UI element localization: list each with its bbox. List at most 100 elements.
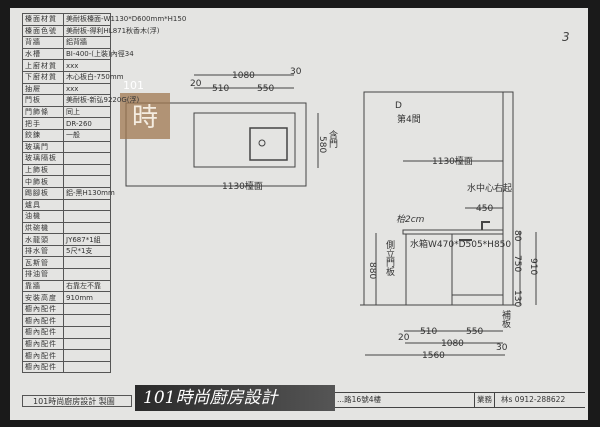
dim-1080b: 1080 [441, 339, 464, 349]
dim-1080: 1080 [232, 71, 255, 81]
dim-1560: 1560 [422, 351, 445, 361]
row-value-text: JY687*1組 [66, 235, 101, 244]
row-label: 把手 [22, 117, 64, 130]
watermark-small: 101 [123, 79, 144, 92]
table-row: 檯面色號美耐板-得利HL871秋香木(浮) [22, 24, 160, 38]
plan-view: 1080 30 20 510 550 580 含門 1130檯面 [125, 67, 338, 192]
row-value [63, 175, 111, 188]
row-value-text: 一般 [66, 131, 80, 140]
row-label: 水龍頭 [22, 233, 64, 246]
row-value: 美耐板-得利HL871秋香木(浮) [63, 24, 160, 38]
cabinet-outline [193, 112, 296, 168]
address: ...路16號4樓 [337, 395, 381, 404]
row-value-text: 鋁背牆 [66, 38, 87, 47]
table-row: 櫥內配件 [22, 360, 111, 374]
room-label: 第4間 [397, 113, 421, 125]
row-value: 一般 [63, 128, 111, 142]
dim-30: 30 [290, 67, 302, 77]
row-value-text: 美耐板-得利HL871秋香木(浮) [66, 26, 160, 35]
row-value [63, 198, 111, 212]
sales-contact: 林s 0912-288622 [501, 395, 566, 404]
faucet-icon [481, 221, 490, 230]
sales-label: 業務 [474, 393, 495, 407]
table-row: 鉸鍊一般 [22, 128, 111, 142]
dim-550b: 550 [466, 327, 483, 337]
row-value: JY687*1組 [63, 233, 111, 246]
counter-label: 1130檯面 [222, 180, 263, 192]
side-panel-label: 側立門板 [384, 239, 395, 277]
row-value-text: 同上 [66, 108, 80, 117]
dim-880: 880 [367, 262, 377, 279]
table-row: 上飾板 [22, 163, 111, 177]
dim-580: 580 [317, 136, 327, 153]
row-value-text: BI-400-(上裝)內徑34 [66, 50, 134, 59]
top-note: 枱2cm [396, 214, 425, 225]
water-note: 水中心右起 [467, 182, 512, 194]
elevation-label: D [395, 101, 402, 111]
table-row: 油機 [22, 210, 111, 223]
filler-label: 補板 [500, 309, 511, 329]
row-value-text: 木心板白-750mm [66, 73, 124, 82]
table-row: 檯面材質美耐板檯面-W1130*D600mm*H150 [22, 13, 186, 26]
elevation-view: D 第4間 1130檯面 水中心右起 450 枱2cm 側立門板 水箱W470*… [360, 91, 538, 361]
drain-icon [258, 139, 266, 147]
row-label: 水槽 [22, 47, 64, 61]
row-value [63, 152, 111, 165]
dim-750: 750 [512, 255, 522, 272]
dim-910: 910 [528, 258, 538, 275]
elevation-counter: 1130檯面 [432, 155, 473, 167]
table-row: 瓦斯管 [22, 256, 111, 270]
table-row: 櫥內配件 [22, 349, 111, 362]
countertop [402, 229, 504, 235]
row-value-text: 美耐板檯面-W1130*D600mm*H150 [66, 15, 187, 24]
table-row: 中飾板 [22, 175, 111, 188]
row-value-text: DR-260 [66, 119, 92, 128]
row-value [63, 360, 111, 374]
row-value: 鋁-黑H130mm [63, 186, 115, 200]
table-row: 下廚材質木心板白-750mm [22, 70, 124, 84]
row-value: 鋁背牆 [63, 36, 111, 49]
watermark-main: 時 [131, 103, 158, 133]
watermark-logo: 101 時 [120, 79, 170, 139]
row-value: BI-400-(上裝)內徑34 [63, 47, 134, 61]
dishwasher-label: 水箱W470*D505*H850 [410, 238, 511, 250]
page-number: 3 [562, 30, 570, 44]
row-value: 木心板白-750mm [63, 70, 124, 84]
row-value-text: 右靠左不靠 [66, 281, 101, 290]
sink-icon [249, 127, 288, 161]
table-row: 玻璃門 [22, 140, 111, 154]
dishwasher [451, 233, 504, 296]
dim-30b: 30 [496, 343, 508, 353]
table-row: 玻璃隔板 [22, 152, 111, 165]
row-value-text: 美耐板-新弘9220G(浮) [66, 96, 140, 105]
dim-510: 510 [212, 84, 229, 94]
row-value [63, 210, 111, 223]
dim-20b: 20 [398, 333, 410, 343]
row-value-text: 910mm [66, 293, 93, 302]
footer-company: 101時尚廚房設計 製圖 [22, 395, 132, 407]
footer-info: ...路16號4樓 業務 林s 0912-288622 [335, 392, 585, 408]
row-value-text: 5尺*1支 [66, 247, 93, 256]
table-row: 背牆鋁背牆 [22, 36, 111, 49]
table-row: 爐具 [22, 198, 111, 212]
row-value [63, 221, 111, 235]
brand-banner: 101時尚廚房設計 [135, 385, 335, 411]
row-label: 玻璃隔板 [22, 152, 64, 165]
row-value: DR-260 [63, 117, 111, 130]
row-label: 上飾板 [22, 163, 64, 177]
table-row: 踢腳板鋁-黑H130mm [22, 186, 115, 200]
table-row: 櫥內配件 [22, 314, 111, 328]
dim-510b: 510 [420, 327, 437, 337]
row-value: 5尺*1支 [63, 244, 111, 258]
row-value [63, 140, 111, 154]
row-value-text: 鋁-黑H130mm [66, 189, 115, 198]
row-value [63, 163, 111, 177]
row-value-text: xxx [66, 61, 79, 70]
